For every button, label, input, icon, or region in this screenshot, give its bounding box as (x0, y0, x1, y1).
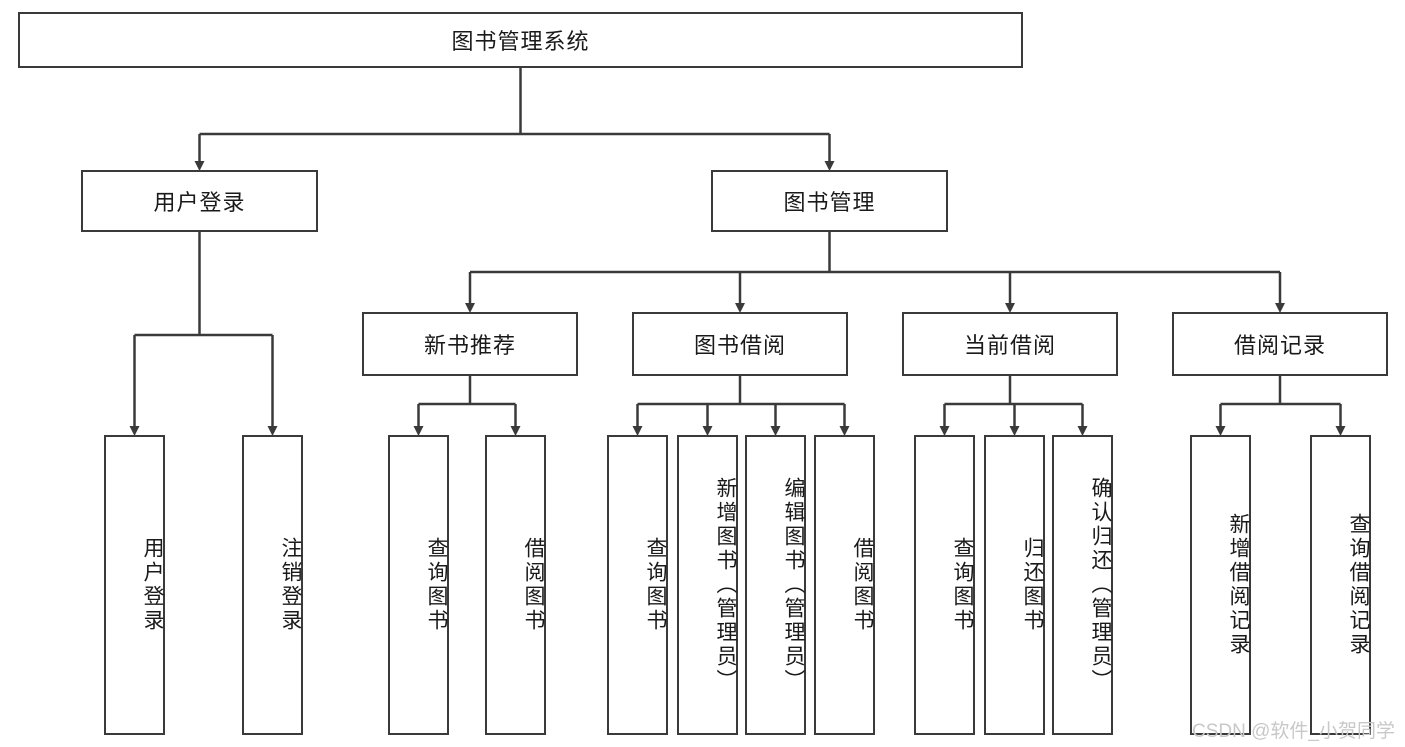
node-query-book-2[interactable]: 查询图书 (607, 435, 668, 735)
node-label: 图书管理系统 (451, 29, 590, 54)
node-user-logout[interactable]: 注销登录 (242, 435, 303, 735)
node-query-book-1[interactable]: 查询图书 (388, 435, 449, 735)
node-edit-book-admin[interactable]: 编辑图书（管理员） (745, 435, 806, 735)
node-borrow-book-2[interactable]: 借阅图书 (814, 435, 875, 735)
node-label: 图书管理 (783, 190, 876, 215)
node-label: 图书借阅 (693, 333, 786, 358)
node-label: 借阅图书 (522, 537, 545, 633)
node-label: 归还图书 (1021, 537, 1044, 633)
node-add-borrow-record[interactable]: 新增借阅记录 (1190, 435, 1251, 735)
watermark-text: CSDN @软件_小贺同学 (1192, 721, 1395, 742)
node-label: 新书推荐 (423, 333, 516, 358)
node-add-book-admin[interactable]: 新增图书（管理员） (677, 435, 738, 735)
node-label: 新增图书（管理员） (714, 477, 737, 693)
node-query-book-3[interactable]: 查询图书 (914, 435, 975, 735)
node-label: 查询图书 (425, 537, 448, 633)
node-label: 查询借阅记录 (1347, 513, 1370, 657)
node-label: 用户登录 (141, 537, 164, 633)
node-root[interactable]: 图书管理系统 (18, 12, 1023, 68)
node-label: 当前借阅 (963, 333, 1056, 358)
node-label: 借阅图书 (851, 537, 874, 633)
node-label: 新增借阅记录 (1227, 513, 1250, 657)
node-label: 查询图书 (644, 537, 667, 633)
node-current-borrow[interactable]: 当前借阅 (902, 312, 1118, 376)
node-confirm-return-admin[interactable]: 确认归还（管理员） (1052, 435, 1113, 735)
node-borrow-book-1[interactable]: 借阅图书 (485, 435, 546, 735)
node-label: 查询图书 (951, 537, 974, 633)
node-label: 注销登录 (279, 537, 302, 633)
node-borrow-records[interactable]: 借阅记录 (1172, 312, 1388, 376)
node-label: 确认归还（管理员） (1089, 477, 1112, 693)
node-label: 编辑图书（管理员） (782, 477, 805, 693)
node-label: 借阅记录 (1233, 333, 1326, 358)
node-new-book-recommend[interactable]: 新书推荐 (362, 312, 578, 376)
node-query-borrow-record[interactable]: 查询借阅记录 (1310, 435, 1371, 735)
node-label: 用户登录 (153, 190, 246, 215)
node-book-borrow[interactable]: 图书借阅 (632, 312, 848, 376)
node-return-book[interactable]: 归还图书 (984, 435, 1045, 735)
node-user-login[interactable]: 用户登录 (81, 170, 318, 232)
node-user-login-do[interactable]: 用户登录 (104, 435, 165, 735)
node-book-management[interactable]: 图书管理 (711, 170, 948, 232)
